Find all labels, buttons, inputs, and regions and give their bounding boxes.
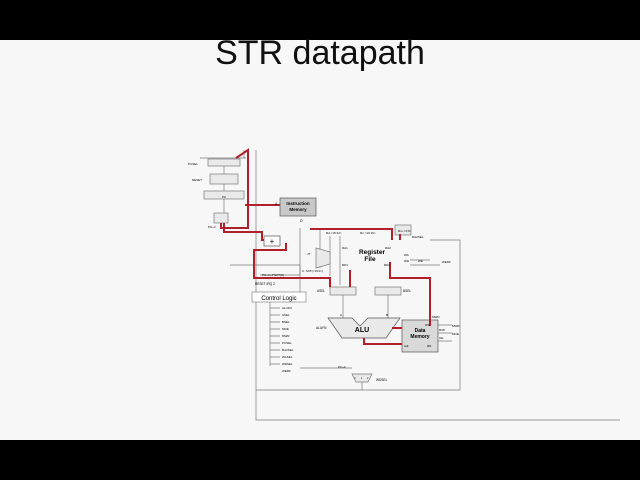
dm-adr: Adr [404, 344, 409, 348]
wdsel-label: WDSEL [376, 378, 388, 382]
ctrl-out-mwr: MWR [282, 334, 290, 338]
reset-mux [209, 173, 239, 185]
wdsel-in2: 2 [367, 377, 369, 380]
alu-shape [327, 317, 401, 339]
rf-we: WE [418, 259, 423, 263]
active-paths [220, 148, 431, 345]
instr-to-rf [245, 204, 401, 240]
dm-wd-in: MWD [432, 315, 440, 319]
instruction-memory-label1: Instruction [286, 201, 310, 206]
imm-branch: PC+4+4*SXT(C) [262, 273, 284, 277]
ctrl-out-alufn: ALUFN [282, 306, 292, 310]
asel-mux [329, 286, 357, 296]
ctrl-out-asel: ASEL [282, 313, 290, 317]
rf-ra1: RA1 [342, 246, 348, 250]
pc-label: PC [222, 195, 227, 199]
ctrl-out-moe: MOE [282, 327, 289, 331]
imem-port-a: A [275, 202, 278, 206]
rd2-to-dm [389, 262, 431, 326]
wdsel-mux [351, 373, 373, 383]
ra2sel-mux [394, 224, 412, 236]
control-logic-box [251, 291, 307, 303]
wdsel-wires [300, 367, 363, 390]
imem-port-d: D [300, 219, 303, 223]
wdsel-in0: 0 [354, 377, 356, 380]
branch-adder [263, 235, 281, 247]
control-logic-inputs: RESET IRQ Z [255, 282, 275, 286]
rf-wd: WD [404, 259, 410, 263]
rf-ra2-field: Rm <3:0> [398, 229, 411, 233]
alu-input-wires [342, 295, 389, 318]
data-memory-label2: Memory [410, 334, 429, 340]
alu-b: B [386, 313, 388, 317]
rd-wires [410, 259, 440, 266]
pc4-label: PC+4 [208, 225, 216, 229]
ctrl-out-wasel: WASEL [282, 355, 293, 359]
data-memory-label1: Data [415, 328, 426, 334]
asel-label: ASEL [317, 289, 325, 293]
bsel-mux [374, 286, 402, 296]
bsel-label: BSEL [403, 289, 411, 293]
rf-wa-field: Rd <15:12> [326, 231, 342, 235]
control-ticks [270, 307, 280, 365]
alu-to-dm [363, 338, 402, 345]
register-file-label1: Register [359, 249, 385, 256]
ctrl-out-bsel: BSEL [282, 320, 290, 324]
data-memory-box [401, 319, 439, 353]
adder-symbol: + [270, 237, 275, 246]
right-bus-wire [256, 239, 461, 391]
dm-rw: R/W [439, 328, 445, 332]
rf-ra2sel: RA2SEL [412, 235, 424, 239]
rf-rd2: RD2 [384, 263, 390, 267]
dm-oe: OE [439, 336, 443, 340]
imm-jt: JT [307, 252, 311, 256]
control-logic-label: Control Logic [261, 296, 296, 302]
dm-wd: WD [425, 323, 431, 327]
wdsel-pc4: PC+4 [338, 365, 346, 369]
rf-ra2: RA2 [385, 246, 391, 250]
branch-path [253, 243, 331, 287]
register-file-label2: File [364, 256, 376, 263]
dm-mwr: MWR [452, 324, 460, 328]
rf-werf: WERF [442, 260, 451, 264]
control-outputs: ALUFN ASEL BSEL MOE MWR PCSEL RA2SEL WAS… [282, 306, 294, 373]
alu-label: ALU [355, 327, 369, 334]
pc-active-path [220, 148, 249, 229]
dm-rd: RD [427, 344, 432, 348]
instruction-memory-box [279, 197, 317, 217]
rf-ra1-field: Rn <19:16> [360, 231, 376, 235]
instruction-memory-label2: Memory [289, 207, 307, 212]
rf-rd1: RD1 [342, 263, 348, 267]
ctrl-out-ra2sel: RA2SEL [282, 348, 294, 352]
alu-fn: ALUFN [316, 326, 327, 330]
pc-plus4-adder [213, 212, 229, 224]
ctrl-out-pcsel: PCSEL [282, 341, 292, 345]
pcsel-mux [207, 158, 241, 167]
ctrl-out-werf: WERF [282, 369, 291, 373]
jt-mux [315, 247, 331, 269]
feedback-wire [243, 150, 620, 421]
imm-sxt: C: SXT(<15:0>) [302, 269, 323, 273]
imm-wires [230, 264, 301, 276]
ctrl-out-wdsel: WDSEL [282, 362, 293, 366]
reset-label: RESET [192, 178, 202, 182]
alu-a: A [340, 313, 342, 317]
wdsel-in1: 1 [361, 377, 363, 380]
rf-wa: WA [404, 253, 409, 257]
dm-side-wires [438, 324, 452, 342]
pcsel-label: PCSEL [188, 162, 198, 166]
slide-title: STR datapath [215, 34, 425, 72]
dm-moe: MOE [452, 332, 459, 336]
